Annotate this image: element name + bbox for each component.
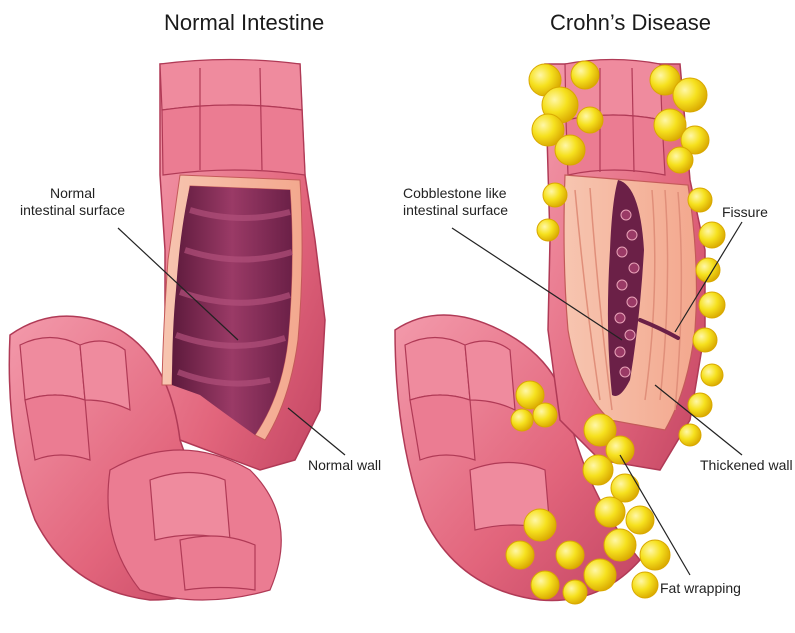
label-thickened-wall: Thickened wall [700,457,793,474]
label-cobblestone-line2: intestinal surface [403,202,508,219]
label-normal-surface-line1: Normal [20,185,125,202]
label-cobblestone-line1: Cobblestone like [403,185,508,202]
label-normal-surface: Normal intestinal surface [20,185,125,219]
normal-intestine [9,60,345,601]
title-crohns-disease: Crohn’s Disease [550,10,711,36]
title-normal-intestine: Normal Intestine [164,10,324,36]
label-normal-wall: Normal wall [308,457,381,474]
label-cobblestone-surface: Cobblestone like intestinal surface [403,185,508,219]
label-fat-wrapping: Fat wrapping [660,580,741,597]
label-normal-surface-line2: intestinal surface [20,202,125,219]
label-fissure: Fissure [722,204,768,221]
